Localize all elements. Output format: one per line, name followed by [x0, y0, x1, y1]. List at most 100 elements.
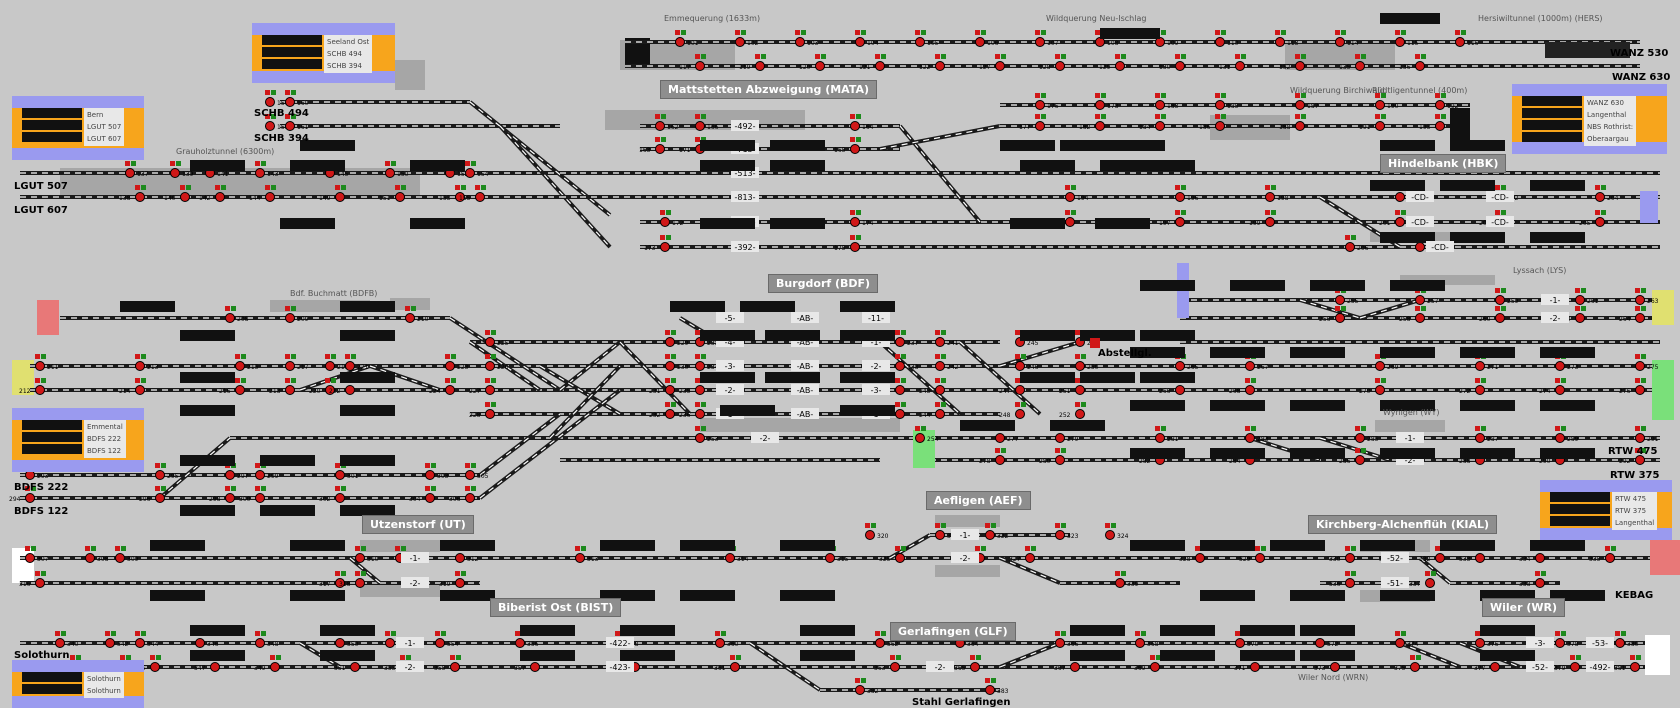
- train-number-box[interactable]: [300, 140, 355, 151]
- signal[interactable]: 135: [1339, 54, 1366, 71]
- signal[interactable]: 317: [319, 571, 346, 588]
- train-number-box[interactable]: [180, 405, 235, 416]
- train-number-box[interactable]: [1050, 420, 1105, 431]
- signal[interactable]: 186: [1199, 114, 1226, 131]
- train-number-box[interactable]: [1140, 372, 1195, 383]
- signal[interactable]: 302: [319, 486, 346, 503]
- train-number-box[interactable]: [600, 590, 655, 601]
- track-segment[interactable]: [478, 412, 562, 477]
- signal[interactable]: 206: [1345, 235, 1369, 252]
- endpoint-label[interactable]: SCHB 494: [254, 108, 309, 119]
- track-segment[interactable]: [618, 340, 692, 416]
- signal[interactable]: 225: [485, 330, 509, 347]
- signal[interactable]: 298: [209, 486, 236, 503]
- train-number-box[interactable]: [190, 650, 245, 661]
- train-number-box[interactable]: [1140, 330, 1195, 341]
- signal[interactable]: 379: [1554, 655, 1581, 672]
- track-segment[interactable]: [999, 556, 1061, 585]
- endpoint-label[interactable]: BDFS 122: [14, 506, 69, 517]
- signal[interactable]: 159: [265, 114, 289, 131]
- train-number-box[interactable]: [1290, 590, 1345, 601]
- signal[interactable]: 256: [1319, 306, 1346, 323]
- signal[interactable]: 188: [1279, 114, 1306, 131]
- train-number-box[interactable]: [1200, 590, 1255, 601]
- train-number-box[interactable]: [320, 625, 375, 636]
- signal[interactable]: 268: [1229, 378, 1256, 395]
- signal[interactable]: 375: [1394, 655, 1421, 672]
- signal[interactable]: 259: [1495, 288, 1519, 305]
- signal[interactable]: 229: [665, 330, 689, 347]
- train-number-box[interactable]: [840, 330, 895, 341]
- signal[interactable]: 155: [459, 185, 486, 202]
- train-number-box[interactable]: [1290, 347, 1345, 358]
- signal[interactable]: 110: [1215, 30, 1239, 47]
- signal[interactable]: 153: [439, 185, 466, 202]
- train-number-box[interactable]: [1480, 625, 1535, 636]
- train-number-box[interactable]: [700, 330, 755, 341]
- signal[interactable]: 221: [345, 354, 369, 371]
- endpoint-label[interactable]: RTW 375: [1610, 470, 1660, 481]
- train-number-box[interactable]: [620, 650, 675, 661]
- signal[interactable]: 218: [269, 378, 296, 395]
- signal[interactable]: 197: [1159, 210, 1186, 227]
- train-number-box[interactable]: [1020, 160, 1075, 171]
- train-number-box[interactable]: [520, 650, 575, 661]
- signal[interactable]: 234: [695, 354, 719, 371]
- signal[interactable]: 320: [865, 523, 889, 540]
- train-number-box[interactable]: [340, 330, 395, 341]
- train-number-box[interactable]: [1380, 590, 1435, 601]
- train-number-box[interactable]: [180, 330, 235, 341]
- signal[interactable]: 130: [1159, 54, 1186, 71]
- train-number-box[interactable]: [740, 301, 795, 312]
- train-number-box[interactable]: [262, 35, 322, 45]
- signal[interactable]: 224: [429, 378, 456, 395]
- signal[interactable]: 283: [1245, 426, 1269, 443]
- train-number-box[interactable]: [800, 650, 855, 661]
- signal[interactable]: 342: [105, 631, 129, 648]
- signal[interactable]: 183: [1155, 93, 1179, 110]
- train-number-box[interactable]: [1070, 650, 1125, 661]
- train-number-box[interactable]: [1440, 540, 1495, 551]
- signal[interactable]: 294: [9, 486, 36, 503]
- train-number-box[interactable]: [320, 650, 375, 661]
- signal[interactable]: 252: [1059, 402, 1086, 419]
- signal[interactable]: 114: [1335, 30, 1359, 47]
- signal[interactable]: 295: [155, 463, 179, 480]
- train-number-box[interactable]: [1020, 330, 1075, 341]
- endpoint-label[interactable]: LGUT 507: [14, 181, 68, 192]
- train-number-box[interactable]: [22, 120, 82, 130]
- signal[interactable]: 319: [439, 571, 466, 588]
- train-number-box[interactable]: [1210, 347, 1265, 358]
- train-number-box[interactable]: [262, 47, 322, 57]
- signal[interactable]: 101: [675, 30, 699, 47]
- train-number-box[interactable]: [1480, 650, 1535, 661]
- signal[interactable]: 223: [445, 354, 469, 371]
- signal[interactable]: 173: [644, 235, 671, 252]
- train-number-box[interactable]: [1450, 232, 1505, 243]
- signal[interactable]: 349: [254, 655, 281, 672]
- endpoint-label[interactable]: Solothurn: [14, 650, 70, 661]
- train-number-box[interactable]: [1010, 218, 1065, 229]
- signal[interactable]: 154: [465, 161, 489, 178]
- signal[interactable]: 121: [859, 54, 886, 71]
- signal[interactable]: 151: [379, 185, 406, 202]
- signal[interactable]: 136: [1399, 54, 1426, 71]
- signal[interactable]: 176: [1035, 93, 1059, 110]
- signal[interactable]: 303: [425, 463, 449, 480]
- signal[interactable]: 196: [1175, 185, 1199, 202]
- track-segment[interactable]: [158, 436, 232, 500]
- signal[interactable]: 279: [1055, 426, 1079, 443]
- signal[interactable]: 243: [919, 378, 946, 395]
- endpoint-label[interactable]: BDFS 222: [14, 482, 69, 493]
- signal[interactable]: 138: [119, 185, 146, 202]
- signal[interactable]: 192: [1435, 93, 1459, 110]
- signal[interactable]: 291: [1635, 426, 1659, 443]
- signal[interactable]: 322: [985, 523, 1009, 540]
- signal[interactable]: 235: [679, 378, 706, 395]
- train-number-box[interactable]: [120, 301, 175, 312]
- station-title[interactable]: Biberist Ost (BIST): [490, 598, 622, 617]
- signal[interactable]: 327: [1009, 546, 1036, 563]
- signal[interactable]: 276: [1619, 378, 1646, 395]
- track-segment[interactable]: [878, 340, 962, 416]
- track-segment[interactable]: [1399, 641, 1461, 669]
